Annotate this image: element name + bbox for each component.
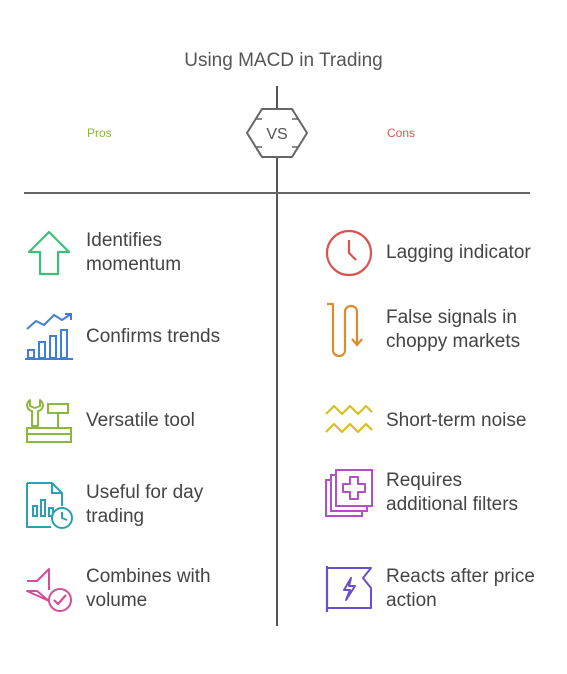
diagram-title: Using MACD in Trading — [184, 50, 383, 71]
clock-icon — [325, 229, 373, 277]
cons-item-text: Reacts after price action — [386, 566, 535, 611]
pros-item: Useful for day trading — [24, 480, 246, 530]
cons-item: Short-term noise — [324, 396, 536, 446]
pros-label: Pros — [87, 126, 112, 140]
flag-bolt-icon — [325, 566, 372, 612]
pros-item-text: Identifies momentum — [86, 230, 182, 275]
vs-badge: VS — [246, 108, 308, 158]
cons-item: Requires additional filters — [324, 468, 536, 518]
cons-item-text: False signals in choppy markets — [386, 307, 521, 352]
cons-label: Cons — [387, 126, 416, 140]
horizontal-divider — [24, 192, 530, 194]
daily-chart-clock-icon — [26, 482, 73, 529]
cons-item-text: Lagging indicator — [386, 242, 531, 263]
vs-label: VS — [266, 126, 287, 143]
pros-item-text: Combines with volume — [86, 566, 211, 611]
stacked-plus-icon — [325, 469, 373, 517]
zigzag-arrow-icon — [327, 302, 363, 358]
trend-chart-icon — [25, 313, 73, 360]
pros-item: Combines with volume — [24, 564, 246, 614]
toolbox-icon — [26, 399, 72, 443]
cons-item: False signals in choppy markets — [324, 300, 536, 360]
arrow-up-icon — [27, 230, 71, 276]
pros-item: Confirms trends — [24, 312, 246, 362]
pros-item: Versatile tool — [24, 396, 246, 446]
cons-item-text: Requires additional filters — [386, 470, 519, 515]
cons-item: Reacts after price action — [324, 564, 536, 614]
volume-check-icon — [26, 568, 72, 612]
pros-item-text: Versatile tool — [86, 410, 195, 431]
pros-item-text: Confirms trends — [86, 326, 221, 347]
wave-lines-icon — [325, 404, 373, 434]
cons-item-text: Short-term noise — [386, 410, 527, 431]
pros-item: Identifies momentum — [24, 228, 246, 278]
center-divider — [276, 86, 278, 626]
pros-item-text: Useful for day trading — [86, 482, 204, 527]
cons-item: Lagging indicator — [324, 228, 536, 278]
